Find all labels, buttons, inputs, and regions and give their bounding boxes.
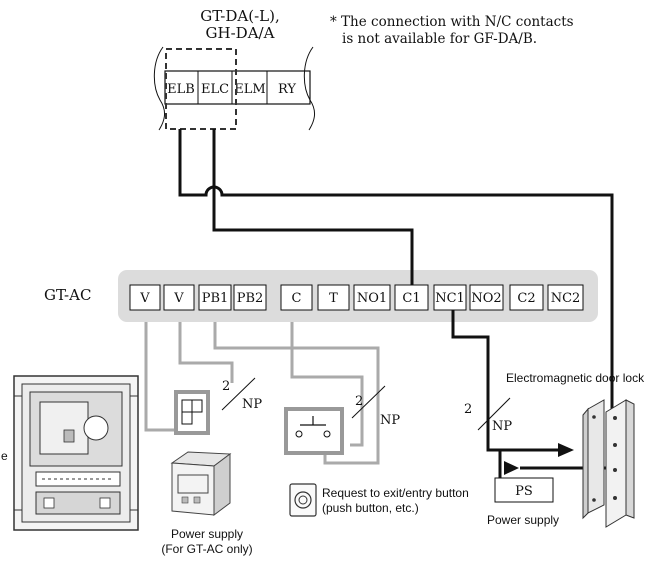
np-label-1: 2 NP <box>221 377 262 412</box>
terminal-elm: ELM <box>234 82 265 97</box>
request-button-icon <box>289 483 317 517</box>
request-button-label-line2: (push button, etc.) <box>322 501 419 515</box>
gt-ac-terminal-label: NO2 <box>471 291 501 306</box>
gt-ac-terminal-label: NO1 <box>357 291 387 306</box>
gt-ac-unit: GT-AC V V PB1 PB2 C T NO1 C1 NC1 NO2 C2 NC2 <box>44 270 598 322</box>
cut-off-label: e <box>1 449 8 463</box>
gt-ac-terminal-label: C <box>292 291 302 306</box>
gt-ac-terminal-label: PB1 <box>202 291 229 306</box>
note-line2: is not available for GF-DA/B. <box>342 31 537 47</box>
svg-text:NP: NP <box>492 419 512 434</box>
gt-ac-terminal-box <box>509 284 544 311</box>
gt-ac-terminal-label: C1 <box>402 291 420 306</box>
push-button-schematic <box>284 407 344 455</box>
door-lock-label: Electromagnetic door lock <box>506 371 645 385</box>
dashed-highlight <box>165 48 237 130</box>
svg-text:2: 2 <box>222 379 230 394</box>
gt-ac-terminal-label: NC1 <box>435 291 465 306</box>
ps-box-label: PS <box>515 484 533 499</box>
power-supply-label: Power supply <box>487 513 559 527</box>
upper-unit: GT-DA(-L), GH-DA/A ELB ELC ELM RY <box>153 7 316 131</box>
ps-gtac-label-line1: Power supply <box>171 527 243 541</box>
gt-ac-terminal-label: V <box>173 291 184 306</box>
arrow-head-1 <box>558 443 574 457</box>
terminal-ry: RY <box>278 82 296 97</box>
svg-text:2: 2 <box>355 394 363 409</box>
request-button-label-line1: Request to exit/entry button <box>322 486 469 500</box>
gt-ac-terminal-box <box>469 284 504 311</box>
gt-ac-terminal-box <box>317 284 350 311</box>
grey-wires <box>144 298 380 465</box>
upper-unit-title-line2: GH-DA/A <box>206 24 275 42</box>
gt-ac-terminal-label: NC2 <box>551 291 581 306</box>
gt-ac-terminal-label: V <box>139 291 150 306</box>
break-line-left <box>153 46 166 131</box>
gt-ac-terminal-group: V V PB1 PB2 C T NO1 C1 NC1 NO2 C2 NC2 <box>129 284 584 311</box>
gt-ac-terminal-box <box>198 284 232 311</box>
gt-ac-terminal-box <box>547 284 584 311</box>
ps-gtac-schematic <box>174 390 210 435</box>
note: * The connection with N/C contacts is no… <box>330 14 574 47</box>
note-line1: * The connection with N/C contacts <box>330 14 574 30</box>
ps-box: PS <box>494 477 554 503</box>
terminal-elb: ELB <box>167 82 195 97</box>
np-label-3: 2 NP <box>464 397 512 434</box>
gt-ac-terminal-label: PB2 <box>237 291 264 306</box>
upper-unit-title-line1: GT-DA(-L), <box>200 7 279 25</box>
gt-ac-terminal-box <box>433 284 467 311</box>
gt-ac-terminal-box <box>129 284 161 311</box>
np-label-2: 2 NP <box>351 385 400 428</box>
gt-ac-terminal-box <box>353 284 391 311</box>
gt-ac-terminal-label: T <box>329 291 338 306</box>
terminal-elc: ELC <box>201 82 229 97</box>
din-rail-power-supply-icon <box>170 451 232 516</box>
electromagnetic-lock-icon <box>582 399 635 528</box>
svg-text:NP: NP <box>380 413 400 428</box>
svg-text:2: 2 <box>464 402 472 417</box>
gt-ac-terminal-box <box>394 284 429 311</box>
black-wires <box>178 129 614 480</box>
ps-gtac-label-line2: (For GT-AC only) <box>161 542 252 556</box>
gt-ac-terminal-box <box>280 284 313 311</box>
arrow-head-2 <box>504 461 519 475</box>
gt-ac-terminal-box <box>233 284 267 311</box>
gt-ac-terminal-box <box>163 284 195 311</box>
gt-ac-label: GT-AC <box>44 286 91 304</box>
gt-ac-device-icon <box>13 375 139 531</box>
gt-ac-terminal-label: C2 <box>517 291 535 306</box>
svg-text:NP: NP <box>242 397 262 412</box>
